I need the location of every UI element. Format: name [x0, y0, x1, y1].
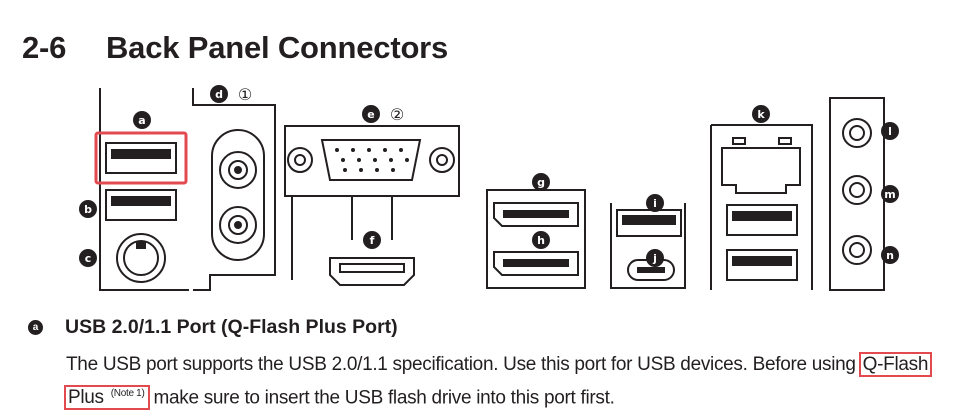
usb-k-bottom: [726, 249, 798, 281]
usb-k-top: [726, 204, 798, 236]
vga-port: [320, 139, 422, 181]
desc-part1: The USB port supports the USB 2.0/1.1 sp…: [66, 354, 861, 375]
label-d: d: [215, 88, 223, 101]
highlight-plus-text: Plus: [68, 387, 104, 409]
antenna-connector-bottom: [219, 206, 257, 244]
lan-port: [721, 147, 801, 194]
label-l: l: [888, 125, 892, 138]
section-bullet: a: [28, 320, 43, 335]
section-heading: a USB 2.0/1.1 Port (Q-Flash Plus Port): [28, 316, 398, 339]
page-title: 2-6 Back Panel Connectors: [22, 30, 448, 66]
usb-a-highlight: [94, 131, 188, 185]
displayport-top: [493, 202, 579, 227]
label-c: c: [85, 252, 92, 265]
label-a: a: [138, 114, 145, 127]
back-panel-diagram: a b c d ① e ② f g h i j k l m n: [79, 85, 899, 291]
antenna-connector-top: [219, 151, 257, 189]
label-k: k: [757, 108, 765, 121]
label-j: j: [652, 252, 657, 265]
antenna-bracket: [192, 88, 276, 291]
audio-jack-l: [842, 118, 872, 148]
usb-a-port: [105, 142, 177, 174]
section-title: Back Panel Connectors: [106, 30, 449, 65]
audio-jack-n: [842, 235, 872, 265]
ps2-port: [116, 233, 166, 283]
displayport-bottom: [493, 251, 579, 276]
label-g: g: [537, 176, 545, 189]
audio-jack-m: [842, 175, 872, 205]
label-b: b: [84, 203, 92, 216]
section-number: 2-6: [22, 30, 67, 65]
label-e-note: ②: [390, 105, 404, 124]
lan-bracket: [710, 124, 813, 290]
label-m: m: [884, 188, 895, 201]
highlight-qflash: Q-Flash: [858, 352, 933, 377]
hdmi-port: [329, 257, 415, 286]
note-ref: (Note 1): [110, 388, 145, 399]
dp-bracket: [486, 189, 586, 289]
desc-part2: make sure to insert the USB flash drive …: [148, 387, 615, 409]
label-h: h: [537, 234, 545, 247]
usb-b-port: [105, 189, 177, 221]
label-n: n: [886, 249, 894, 262]
highlight-plus: Plus (Note 1): [63, 385, 151, 411]
label-d-note: ①: [238, 85, 252, 104]
section-heading-text: USB 2.0/1.1 Port (Q-Flash Plus Port): [65, 316, 398, 338]
label-f: f: [370, 234, 375, 247]
usb-i-port: [616, 209, 682, 237]
label-i: i: [653, 197, 657, 210]
section-description: The USB port supports the USB 2.0/1.1 sp…: [63, 350, 956, 412]
antenna-housing: [211, 129, 265, 261]
vga-bracket: [284, 125, 460, 197]
left-bracket-outline: [99, 88, 189, 291]
label-e: e: [367, 108, 374, 121]
